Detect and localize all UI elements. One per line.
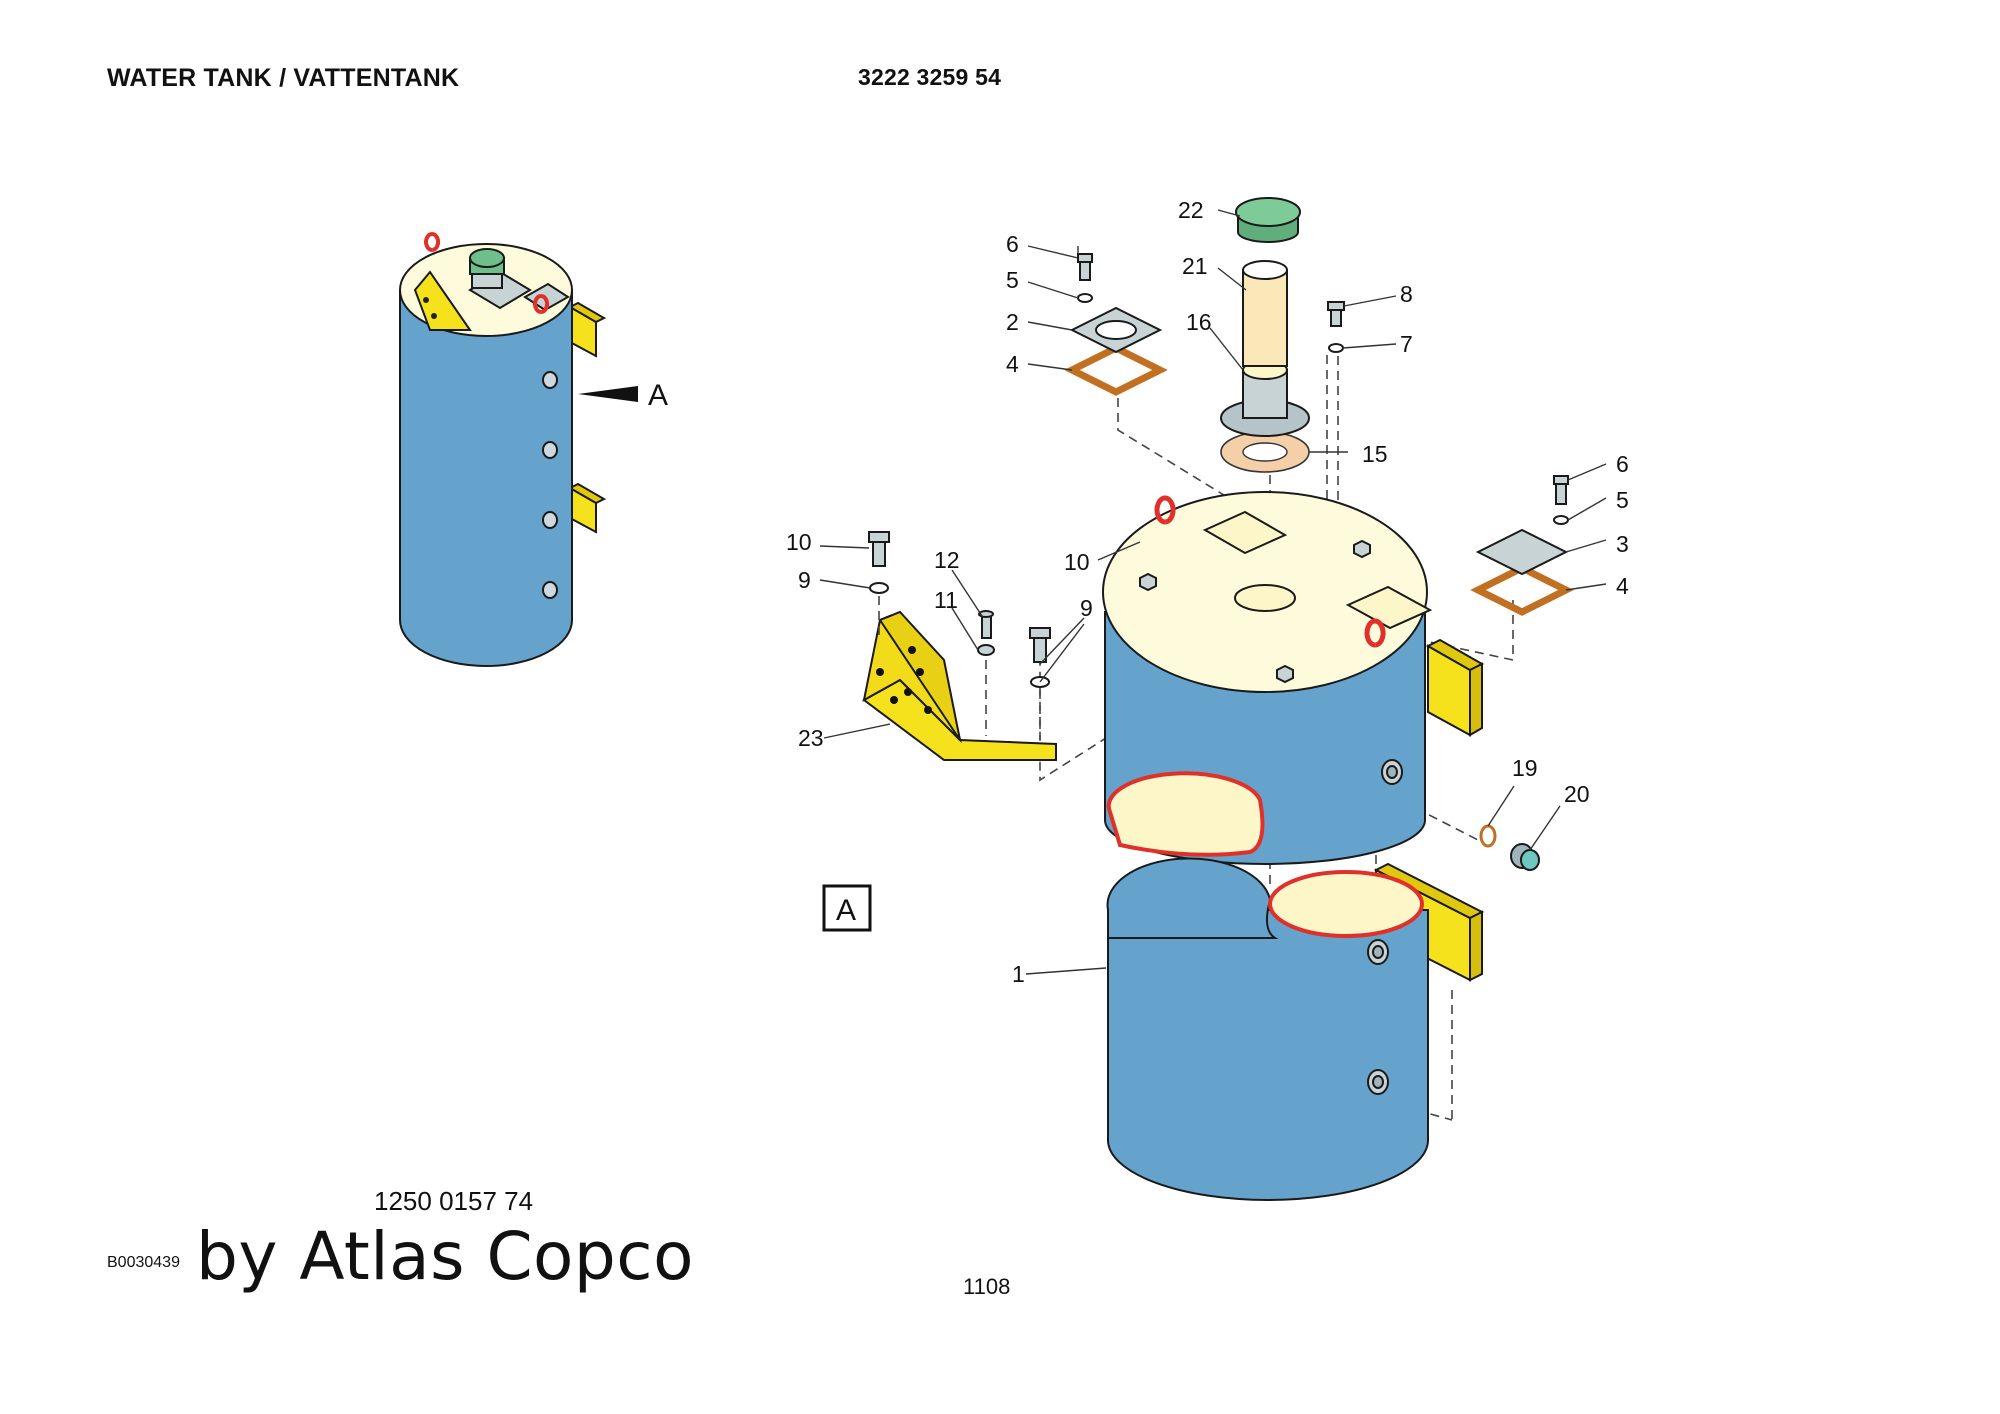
overview-bracket-upper: [567, 301, 607, 358]
callout-16: 16: [1186, 309, 1212, 335]
overview-bracket-lower: [567, 482, 607, 534]
brand-watermark: by Atlas Copco: [196, 1218, 694, 1295]
filler-neck-assembly: [1220, 197, 1310, 473]
callout-4-left: 4: [1006, 351, 1019, 377]
callout-numbers: 22 21 16 6 5 2 4 8 7 15 6 5 3 4 10 9 12 …: [786, 197, 1629, 987]
right-cover-plate: [1470, 475, 1574, 616]
view-box: [822, 884, 872, 932]
callout-20: 20: [1564, 781, 1590, 807]
callout-3: 3: [1616, 531, 1629, 557]
callout-7: 7: [1400, 331, 1413, 357]
callout-4-right: 4: [1616, 573, 1629, 599]
drain-plug-assembly: [1479, 824, 1540, 871]
view-arrow-label: A: [648, 379, 668, 412]
callout-6-right: 6: [1616, 451, 1629, 477]
view-arrow-icon: [578, 386, 638, 402]
callout-23: 23: [798, 725, 824, 751]
callout-8: 8: [1400, 281, 1413, 307]
callout-5-left: 5: [1006, 267, 1019, 293]
header-part-number: 3222 3259 54: [858, 64, 1002, 90]
callout-10-left: 10: [786, 529, 812, 555]
assembly-part-number: 1250 0157 74: [374, 1186, 534, 1216]
bolt-8: [1327, 301, 1345, 353]
left-cover-plate: [1064, 253, 1168, 396]
callout-9-right: 9: [1080, 595, 1093, 621]
callout-19: 19: [1512, 755, 1538, 781]
callout-10-right: 10: [1064, 549, 1090, 575]
callout-12: 12: [934, 547, 960, 573]
lower-tank-section: [1106, 857, 1485, 1201]
document-code: B0030439: [107, 1254, 180, 1271]
leader-lines: [819, 209, 1607, 975]
callout-5-right: 5: [1616, 487, 1629, 513]
mounting-bracket-23: [862, 531, 1057, 761]
callout-9-left: 9: [798, 567, 811, 593]
callout-22: 22: [1178, 197, 1204, 223]
overview-tank: A: [399, 232, 668, 667]
callout-21: 21: [1182, 253, 1208, 279]
page-number: 1108: [963, 1274, 1011, 1299]
page-title: WATER TANK / VATTENTANK: [107, 64, 460, 92]
upper-tank-section: [1102, 491, 1485, 865]
callout-6-left: 6: [1006, 231, 1019, 257]
callout-15: 15: [1362, 441, 1388, 467]
view-box-label: A: [836, 894, 856, 927]
callout-1: 1: [1012, 961, 1025, 987]
callout-2: 2: [1006, 309, 1019, 335]
callout-11: 11: [934, 587, 958, 613]
